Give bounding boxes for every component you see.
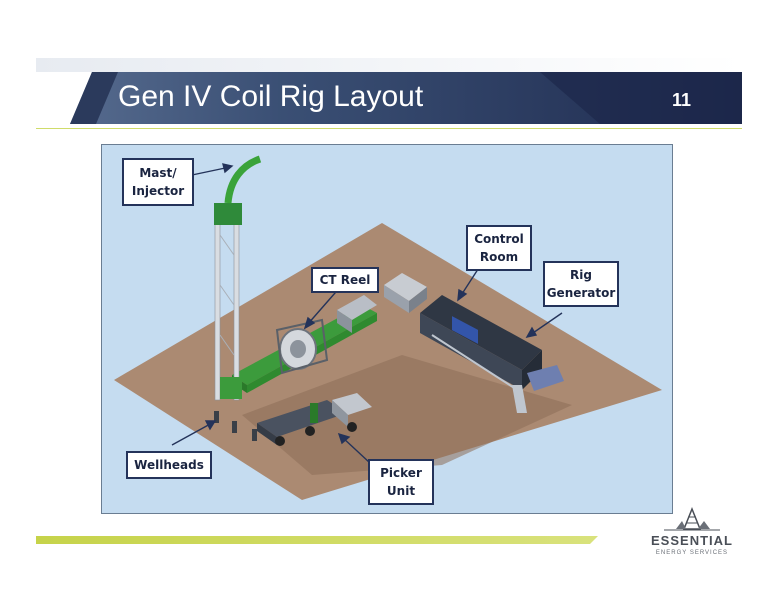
footer-accent-bar (36, 536, 598, 544)
derrick-logo-icon (664, 506, 720, 531)
slide-number: 11 (672, 90, 692, 110)
callout-picker-unit: Picker Unit (368, 459, 434, 505)
callout-wellheads: Wellheads (126, 451, 212, 479)
slide-title: Gen IV Coil Rig Layout (118, 80, 424, 113)
header-band (36, 58, 742, 124)
rig-layout-diagram: Mast/ Injector CT Reel Control Room Rig … (101, 144, 673, 514)
header-divider (36, 128, 742, 129)
callout-mast-injector: Mast/ Injector (122, 158, 194, 206)
callout-ct-reel: CT Reel (311, 267, 379, 293)
picker-truck (257, 393, 372, 446)
control-room-unit (384, 273, 427, 313)
callout-rig-generator: Rig Generator (543, 261, 619, 307)
wellheads (214, 411, 257, 441)
callout-control-room: Control Room (466, 225, 532, 271)
equipment-shadow (242, 355, 572, 475)
logo-tagline: ENERGY SERVICES (655, 550, 729, 556)
rig-generator-unit (420, 295, 564, 413)
rig-illustration (114, 155, 662, 500)
essential-logo: ESSENTIAL ENERGY SERVICES (646, 506, 738, 569)
callout-arrows (171, 163, 563, 464)
mast-tower (214, 155, 262, 401)
logo-wordmark: ESSENTIAL (651, 533, 733, 548)
